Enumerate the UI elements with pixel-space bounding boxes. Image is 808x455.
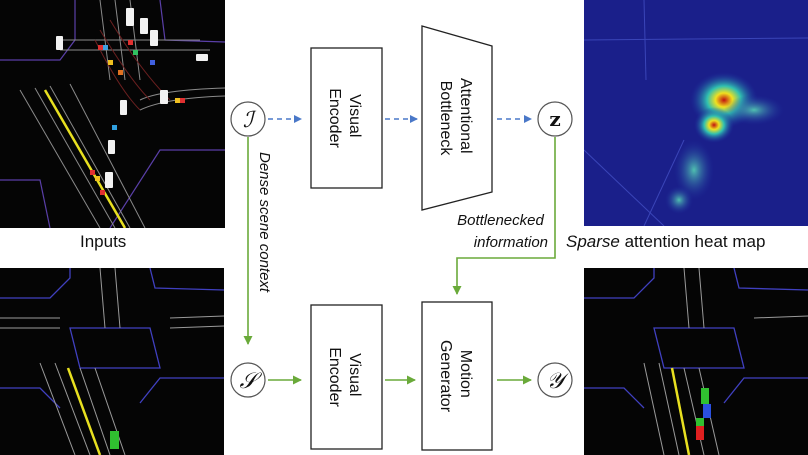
inputs-caption: Inputs (80, 232, 127, 251)
attentional-bottleneck-line2: Bottleneck (437, 81, 454, 157)
sparse-word: Sparse (566, 232, 620, 251)
dense-scene-context-label: Dense scene context (256, 152, 273, 293)
visual-encoder-bottom-line2: Encoder (326, 347, 343, 407)
bottlenecked-label: Bottlenecked information (457, 212, 548, 251)
heatmap-caption-rest: attention heat map (619, 232, 766, 251)
visual-encoder-bottom-label: Visual Encoder (326, 347, 363, 407)
node-scene (230, 362, 266, 398)
input-scene-image (0, 0, 225, 228)
bottlenecked-line2: information (474, 234, 548, 251)
motion-output-image (584, 268, 808, 455)
visual-encoder-top-box (310, 47, 383, 189)
attentional-bottleneck-label: Attentional Bottleneck (437, 78, 474, 158)
node-latent-symbol: z (549, 107, 560, 131)
motion-generator-line2: Generator (437, 340, 454, 413)
bottlenecked-line1: Bottlenecked (457, 212, 544, 229)
attentional-bottleneck-trapezoid (421, 25, 493, 211)
visual-encoder-top-label: Visual Encoder (326, 88, 363, 148)
visual-encoder-top-line1: Visual (346, 94, 363, 137)
motion-generator-label: Motion Generator (437, 340, 474, 413)
node-latent (537, 101, 573, 137)
visual-encoder-bottom-line1: Visual (346, 353, 363, 396)
attention-heatmap-image (584, 0, 808, 226)
scene-context-image (0, 268, 224, 455)
arrow-latent-to-generator (452, 137, 556, 295)
attentional-bottleneck-line1: Attentional (457, 78, 474, 154)
heatmap-caption: Sparse attention heat map (566, 232, 765, 252)
motion-generator-line1: Motion (457, 350, 474, 398)
motion-generator-box (421, 301, 493, 451)
visual-encoder-top-line2: Encoder (326, 88, 343, 148)
node-output (537, 362, 573, 398)
node-input (230, 101, 266, 137)
visual-encoder-bottom-box (310, 304, 383, 450)
